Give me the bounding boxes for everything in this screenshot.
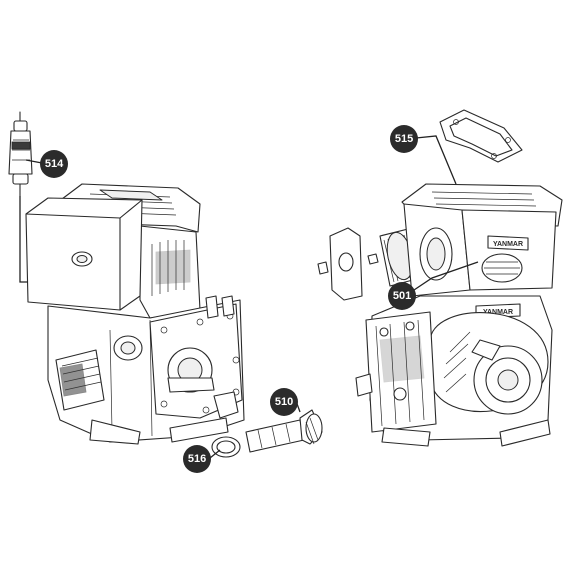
left-engine-view bbox=[8, 111, 245, 445]
badge-circle bbox=[390, 125, 418, 153]
part-badge-510[interactable]: 510 bbox=[270, 388, 298, 416]
part-number-516: 516 bbox=[188, 453, 206, 465]
part-number-514: 514 bbox=[45, 158, 64, 170]
right-engine-view: YANMAR YANMAR bbox=[317, 109, 563, 447]
part-badge-515[interactable]: 515 bbox=[390, 125, 418, 153]
part-badge-514[interactable]: 514 bbox=[40, 150, 68, 178]
part-badge-516[interactable]: 516 bbox=[183, 445, 211, 473]
part-number-515: 515 bbox=[395, 133, 413, 145]
brand-text-upper: YANMAR bbox=[493, 241, 523, 248]
badge-circle bbox=[388, 282, 416, 310]
part-number-510: 510 bbox=[275, 396, 293, 408]
badge-circle bbox=[40, 150, 68, 178]
part-badge-501[interactable]: 501 bbox=[388, 282, 416, 310]
gasket-515 bbox=[439, 109, 523, 163]
oil-filler-510 bbox=[245, 409, 323, 453]
brand-plate-upper: YANMAR bbox=[487, 235, 529, 251]
leader-lines bbox=[19, 135, 479, 459]
o-ring-516 bbox=[211, 436, 241, 458]
part-number-501: 501 bbox=[393, 290, 411, 302]
fuel-strainer-514 bbox=[8, 111, 33, 197]
brand-text-lower: YANMAR bbox=[483, 309, 513, 316]
badge-circle bbox=[183, 445, 211, 473]
badge-circle bbox=[270, 388, 298, 416]
